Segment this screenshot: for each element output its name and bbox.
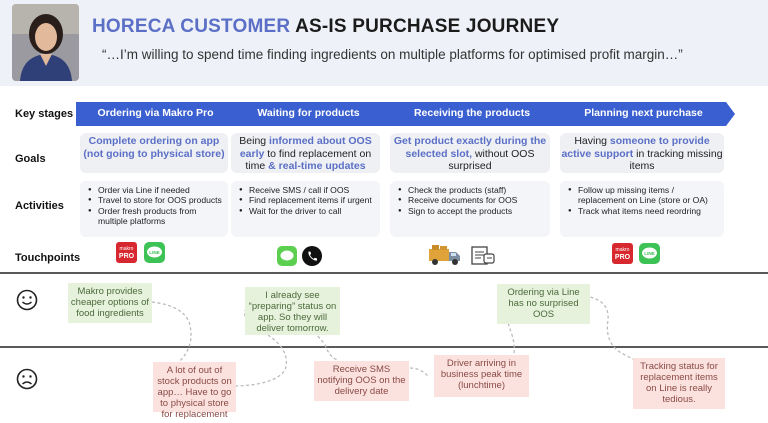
negative-note: Driver arriving in business peak time (l… [434,355,529,397]
positive-note: Makro provides cheaper options of food i… [68,283,152,323]
positive-note: Ordering via Line has no surprised OOS [497,284,590,324]
negative-note: Tracking status for replacement items on… [633,358,725,409]
negative-note: A lot of out of stock products on app… H… [153,362,236,412]
positive-note: I already see “preparing” status on app.… [245,287,340,335]
negative-note: Receive SMS notifying OOS on the deliver… [314,361,409,401]
